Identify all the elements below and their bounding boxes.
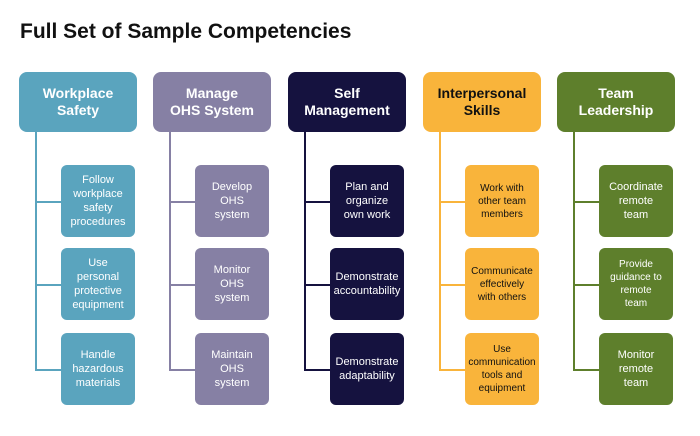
connector-line — [35, 132, 37, 370]
competency-provide-guidance-to-remote-team: Provide guidance to remote team — [599, 248, 673, 320]
competency-coordinate-remote-team: Coordinate remote team — [599, 165, 673, 237]
competency-demonstrate-accountability: Demonstrate accountability — [330, 248, 404, 320]
competency-label: Demonstrate accountability — [333, 271, 401, 297]
competency-use-personal-protective-equipment: Use personal protective equipment — [61, 248, 135, 320]
competency-monitor-remote-team: Monitor remote team — [599, 333, 673, 405]
competency-label: Work with other team members — [478, 182, 526, 220]
competency-label: Use communication tools and equipment — [468, 344, 536, 394]
competency-develop-ohs-system: Develop OHS system — [195, 165, 269, 237]
branch-line — [304, 201, 346, 203]
header-label: Interpersonal Skills — [437, 85, 527, 118]
connector-line — [169, 132, 171, 370]
branch-line — [169, 369, 211, 371]
header-interpersonal-skills: Interpersonal Skills — [423, 72, 541, 132]
competency-handle-hazardous-materials: Handle hazardous materials — [61, 333, 135, 405]
branch-line — [35, 369, 77, 371]
header-self-management: Self Management — [288, 72, 406, 132]
competency-follow-workplace-safety-procedures: Follow workplace safety procedures — [61, 165, 135, 237]
competency-label: Communicate effectively with others — [471, 265, 533, 303]
branch-line — [169, 284, 211, 286]
competency-communicate-effectively-with-others: Communicate effectively with others — [465, 248, 539, 320]
competency-label: Handle hazardous materials — [72, 349, 124, 389]
connector-line — [304, 132, 306, 370]
branch-line — [35, 284, 77, 286]
competency-work-with-other-team-members: Work with other team members — [465, 165, 539, 237]
competency-label: Plan and organize own work — [343, 181, 391, 221]
competency-label: Maintain OHS system — [211, 349, 253, 389]
branch-line — [169, 201, 211, 203]
branch-line — [573, 284, 615, 286]
branch-line — [573, 369, 615, 371]
competency-monitor-ohs-system: Monitor OHS system — [195, 248, 269, 320]
header-workplace-safety: Workplace Safety — [19, 72, 137, 132]
competency-label: Develop OHS system — [211, 181, 253, 221]
competency-label: Demonstrate adaptability — [335, 356, 399, 382]
header-label: Team Leadership — [578, 85, 654, 118]
branch-line — [304, 284, 346, 286]
header-label: Manage OHS System — [169, 85, 255, 118]
header-team-leadership: Team Leadership — [557, 72, 675, 132]
competency-use-communication-tools-and-equipment: Use communication tools and equipment — [465, 333, 539, 405]
competency-label: Follow workplace safety procedures — [70, 174, 126, 228]
competency-label: Monitor OHS system — [213, 264, 251, 304]
competency-maintain-ohs-system: Maintain OHS system — [195, 333, 269, 405]
header-manage-ohs-system: Manage OHS System — [153, 72, 271, 132]
branch-line — [439, 369, 481, 371]
branch-line — [573, 201, 615, 203]
competency-plan-and-organize-own-work: Plan and organize own work — [330, 165, 404, 237]
competency-demonstrate-adaptability: Demonstrate adaptability — [330, 333, 404, 405]
branch-line — [35, 201, 77, 203]
branch-line — [439, 201, 481, 203]
branch-line — [304, 369, 346, 371]
competency-label: Monitor remote team — [617, 349, 655, 389]
header-label: Workplace Safety — [42, 85, 114, 118]
connector-line — [573, 132, 575, 370]
header-label: Self Management — [304, 85, 390, 118]
page-title: Full Set of Sample Competencies — [20, 20, 352, 43]
competency-label: Provide guidance to remote team — [610, 259, 662, 309]
branch-line — [439, 284, 481, 286]
competency-label: Use personal protective equipment — [72, 257, 124, 311]
connector-line — [439, 132, 441, 370]
competency-label: Coordinate remote team — [609, 181, 663, 221]
